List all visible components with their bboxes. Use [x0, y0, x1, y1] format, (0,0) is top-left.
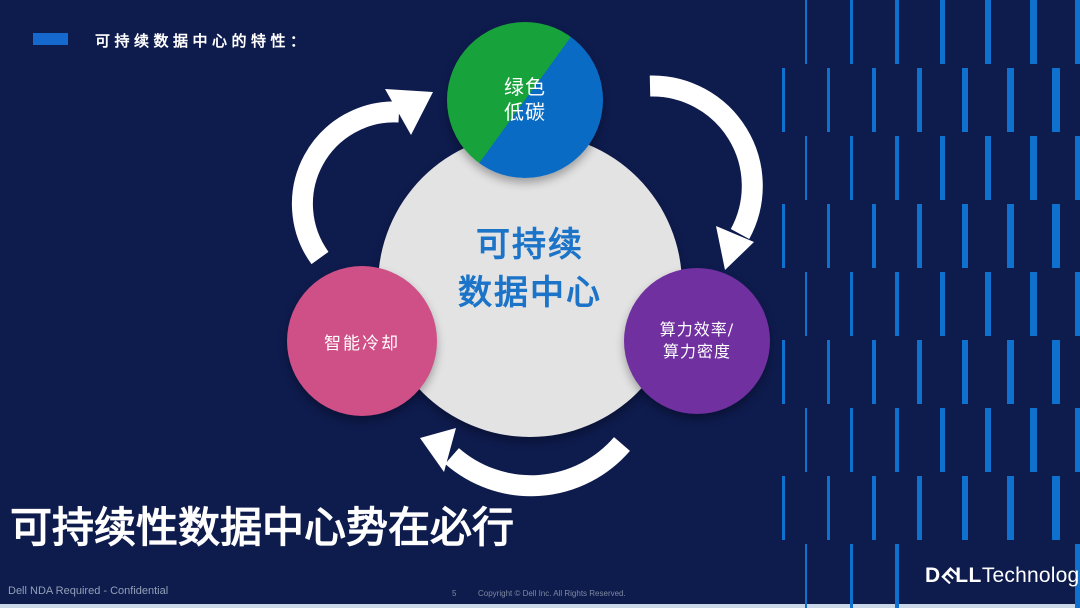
node-circle-green-lowcarbon: 绿色 低碳: [447, 22, 603, 178]
footer-divider-line: [0, 604, 1080, 608]
node-circle-smart-cooling: 智能冷却: [287, 266, 437, 416]
node-compute-line2: 算力密度: [662, 342, 731, 361]
dell-wordmark: DELL: [925, 564, 982, 589]
slide-title: 可持续性数据中心势在必行: [10, 503, 515, 552]
header-bullet: [33, 33, 68, 45]
footer-confidential-label: Dell NDA Required - Confidential: [8, 585, 169, 597]
arrow-right-to-left-icon: [445, 436, 630, 497]
arrow-top-to-right-icon: [649, 75, 763, 240]
dell-technologies-logo: DELLTechnologies: [925, 564, 1080, 589]
header-label: 可持续数据中心的特性：: [95, 32, 310, 50]
node-circle-compute-efficiency: 算力效率/ 算力密度: [624, 268, 770, 414]
dell-letter-d: D: [925, 564, 941, 587]
hub-label-line2: 数据中心: [458, 273, 602, 313]
footer-copyright: Copyright © Dell Inc. All Rights Reserve…: [478, 589, 626, 598]
footer-page-number: 5: [452, 589, 457, 598]
hub-circle-sustainable-datacenter: 可持续 数据中心: [378, 133, 682, 437]
node-compute-line1: 算力效率/: [659, 320, 735, 339]
node-green-lowcarbon-label: 绿色 低碳: [504, 75, 546, 125]
arrow-left-to-top-head-icon: [385, 89, 433, 135]
node-green-line2: 低碳: [504, 100, 546, 124]
hub-label-line1: 可持续: [476, 225, 584, 265]
node-green-line1: 绿色: [504, 75, 546, 99]
technologies-wordmark: Technologies: [981, 564, 1080, 587]
node-compute-efficiency-label: 算力效率/ 算力密度: [660, 319, 734, 363]
arrow-top-to-right-head-icon: [716, 226, 754, 270]
arrow-right-to-left-head-icon: [420, 428, 456, 472]
node-smart-cooling-label: 智能冷却: [324, 333, 400, 354]
dell-letters-ll: LL: [955, 564, 982, 587]
arrow-left-to-top-icon: [291, 101, 400, 265]
hub-circle-label: 可持续 数据中心: [458, 221, 602, 317]
